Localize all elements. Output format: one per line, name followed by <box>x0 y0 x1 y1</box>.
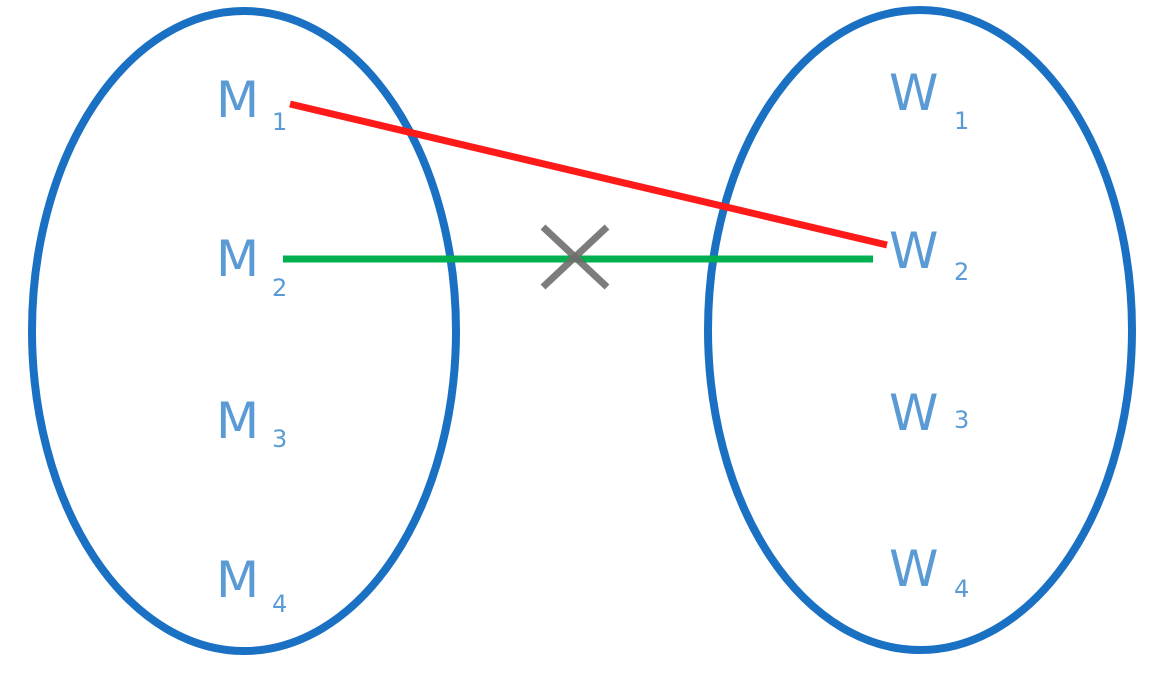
cross-stroke-b <box>540 224 610 290</box>
woman-3-index: 3 <box>954 406 969 434</box>
man-1-letter: M <box>216 71 259 129</box>
man-node-1: M 1 <box>216 71 287 136</box>
woman-2-letter: W <box>889 222 938 280</box>
woman-node-2: W 2 <box>889 222 969 286</box>
man-2-index: 2 <box>272 274 287 302</box>
woman-2-index: 2 <box>954 258 969 286</box>
man-2-letter: M <box>216 230 259 288</box>
woman-node-3: W 3 <box>889 384 969 442</box>
man-node-4: M 4 <box>216 551 287 618</box>
woman-1-index: 1 <box>954 107 969 135</box>
woman-4-letter: W <box>889 540 938 598</box>
man-node-3: M 3 <box>216 392 287 453</box>
women-set-ellipse <box>704 6 1136 654</box>
man-3-index: 3 <box>272 425 287 453</box>
men-set-ellipse <box>28 7 460 655</box>
woman-3-letter: W <box>889 384 938 442</box>
woman-1-letter: W <box>889 64 938 122</box>
man-4-index: 4 <box>272 590 287 618</box>
cross-mark-icon <box>540 224 610 290</box>
man-1-index: 1 <box>272 108 287 136</box>
woman-4-index: 4 <box>954 575 969 603</box>
edge-m1-w2 <box>289 100 888 249</box>
man-node-2: M 2 <box>216 230 287 302</box>
man-3-letter: M <box>216 392 259 450</box>
woman-node-1: W 1 <box>889 64 969 135</box>
woman-node-4: W 4 <box>889 540 969 603</box>
man-4-letter: M <box>216 551 259 609</box>
